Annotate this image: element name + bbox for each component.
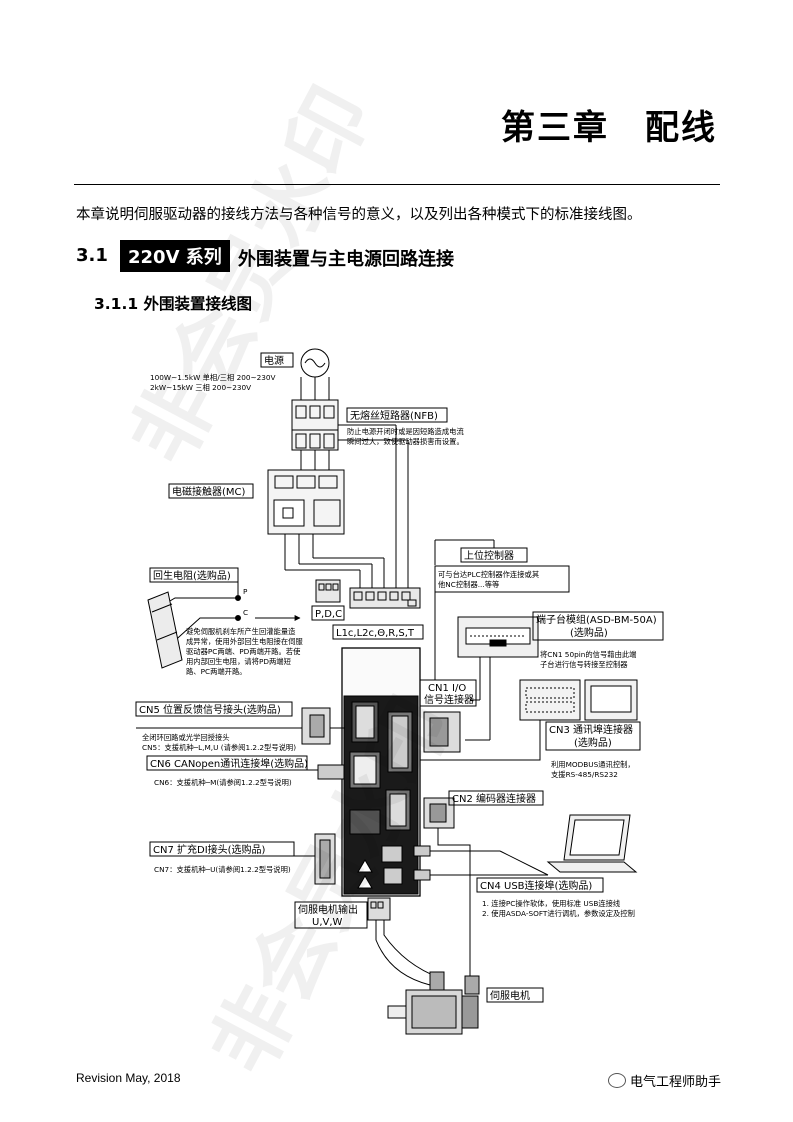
motor-output-label-box [294,901,368,929]
regen-note-5: 路、PC两端开路。 [186,667,247,676]
header-rule [74,184,720,185]
uvw-terminal-icon [367,897,391,921]
nfb-label: 无熔丝短路器(NFB) [350,409,438,422]
motor-output-label-1: 伺服电机输出 [298,903,358,916]
cn2-label: CN2 编码器连接器 [452,792,536,805]
cn1-label-2: 信号连接器 [424,693,474,706]
cn5-note-2: CN5：支援机种─L,M,U (请参阅1.2.2型号说明) [142,743,296,752]
regen-note-3: 驱动器PC两端、PD两端开路。若使 [186,647,301,656]
chapter-title: 第三章 配线 [501,108,717,148]
ac-wave-icon [304,358,326,368]
usb-cable-icon [413,845,549,881]
cn4-note-1: 1. 连接PC操作软体，使用标准 USB连接线 [482,899,621,908]
regen-c-label: C [243,608,248,617]
mc-label: 电磁接触器(MC) [172,485,246,498]
power-spec-2: 2kW~15kW 三相 200~230V [150,383,251,392]
regen-note-4: 用内部回生电阻，请将PD两端短 [186,657,291,666]
section-title: 外围装置与主电源回路连接 [238,249,454,270]
cn3-note-2: 支援RS-485/RS232 [551,770,618,779]
regen-label: 回生电阻(选购品) [153,569,231,582]
cn6-connector-icon [317,764,345,780]
terminals-label: L1c,L2c,Θ,R,S,T [336,628,415,639]
cn7-note: CN7：支援机种─U(请参阅1.2.2型号说明) [154,865,291,874]
regen-note-2: 成异常，使用外部回生电阻接在伺服 [186,637,303,646]
cn1-label-box [419,679,477,707]
motor-label-box [486,987,544,1003]
power-label-box [260,352,294,368]
cn6-label: CN6 CANopen通讯连接埠(选购品) [150,757,308,770]
mc-label-box [168,483,254,499]
wechat-badge: 电气工程师助手 [608,1071,721,1090]
cn3-label-1: CN3 通讯埠连接器 [549,723,633,736]
revision-footer: Revision May, 2018 [76,1071,181,1085]
cn4-note-2: 2. 使用ASDA-SOFT进行调机，参数设定及控制 [482,909,635,918]
cn3-note-1: 利用MODBUS通讯控制， [551,760,635,769]
cn5-note-1: 全闭环回路或光学回授接头 [142,733,230,742]
terminal-block-module-icon [457,616,539,658]
cn4-label: CN4 USB连接埠(选购品) [480,879,592,892]
cn1-connector-icon [423,711,461,753]
motor-output-label-2: U,V,W [312,917,343,928]
nfb-note-2: 瞬间过大，致使驱动器损害而设置。 [347,437,464,446]
wechat-account-name: 电气工程师助手 [630,1075,722,1090]
laptop-icon [546,814,638,873]
section-number: 3.1 [76,245,108,266]
magnetic-contactor-icon [267,469,345,535]
power-label: 电源 [264,354,284,367]
regen-resistor-icon [147,591,183,669]
cn2-connector-icon [423,797,455,829]
subsection-title: 3.1.1 外围装置接线图 [94,295,253,313]
cn2-label-box [448,790,544,806]
nfb-breaker-icon [291,399,339,451]
main-power-terminal-block-icon [349,587,421,609]
nfb-note-1: 防止电源开闭时或是因短路造成电流 [347,427,464,436]
cn7-connector-icon [314,833,336,885]
pdc-label: P,D,C [315,609,342,620]
terminal-module-note-2: 子台进行信号转接至控制器 [540,660,628,669]
hmi-panel-icon [584,679,638,721]
motor-label: 伺服电机 [490,989,530,1002]
terminals-label-box [332,624,424,640]
terminal-module-note-1: 将CN1 50pin的信号藉由此端 [540,650,636,659]
host-controller-note-2: 他NC控制器...等等 [438,580,499,589]
host-controller-note-box [434,565,570,593]
plc-controller-icon [519,679,581,721]
regen-note-1: 避免伺服机刹车所产生回灌能量造 [186,627,296,636]
cn6-note: CN6：支援机种─M(请参阅1.2.2型号说明) [154,778,292,787]
cn4-label-box [476,877,604,893]
wechat-icon [608,1073,626,1088]
terminal-module-label-2: (选购品) [570,626,608,639]
cn5-connector-icon [301,707,331,745]
cn1-label-1: CN1 I/O [428,683,466,694]
host-controller-note-1: 可与台达PLC控制器作连接或其 [438,570,539,579]
terminal-module-label-1: 端子台模组(ASD-BM-50A) [536,613,657,626]
cn5-label-box [135,701,293,717]
cn5-label: CN5 位置反馈信号接头(选购品) [139,703,281,716]
cn3-label-box [545,721,641,751]
host-controller-label: 上位控制器 [464,549,514,562]
servo-motor-icon [387,971,480,1035]
pdc-label-box [311,605,345,621]
chapter-intro: 本章说明伺服驱动器的接线方法与各种信号的意义，以及列出各种模式下的标准接线图。 [76,207,642,223]
cn3-label-2: (选购品) [574,736,612,749]
power-spec-1: 100W~1.5kW 单相/三相 200~230V [150,373,276,382]
terminal-module-label-box [532,611,664,641]
servo-drive-icon [341,647,421,897]
section-series-badge: 220V 系列 [120,240,230,272]
pdc-terminal-block-icon [315,579,341,603]
cn7-label: CN7 扩充DI接头(选购品) [153,843,266,856]
nfb-label-box [346,407,448,423]
regen-p-label: P [243,587,248,596]
